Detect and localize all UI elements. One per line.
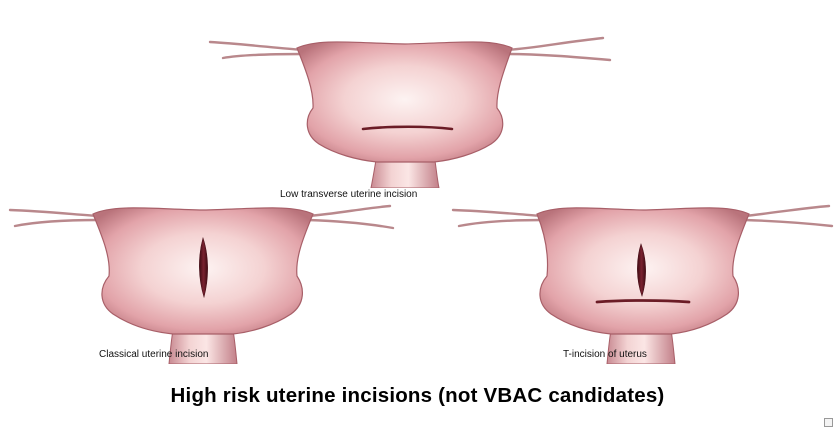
uterine-body [297,42,512,162]
caption-classical: Classical uterine incision [99,349,209,360]
page-title: High risk uterine incisions (not VBAC ca… [0,384,835,408]
uterus-t-incision-illustration [445,196,835,364]
uterus-classical-illustration [5,196,405,364]
transverse-incision [597,301,689,303]
uterus-low-transverse-illustration [205,10,625,188]
corner-icon [824,418,833,427]
caption-t-incision: T-incision of uterus [563,349,647,360]
